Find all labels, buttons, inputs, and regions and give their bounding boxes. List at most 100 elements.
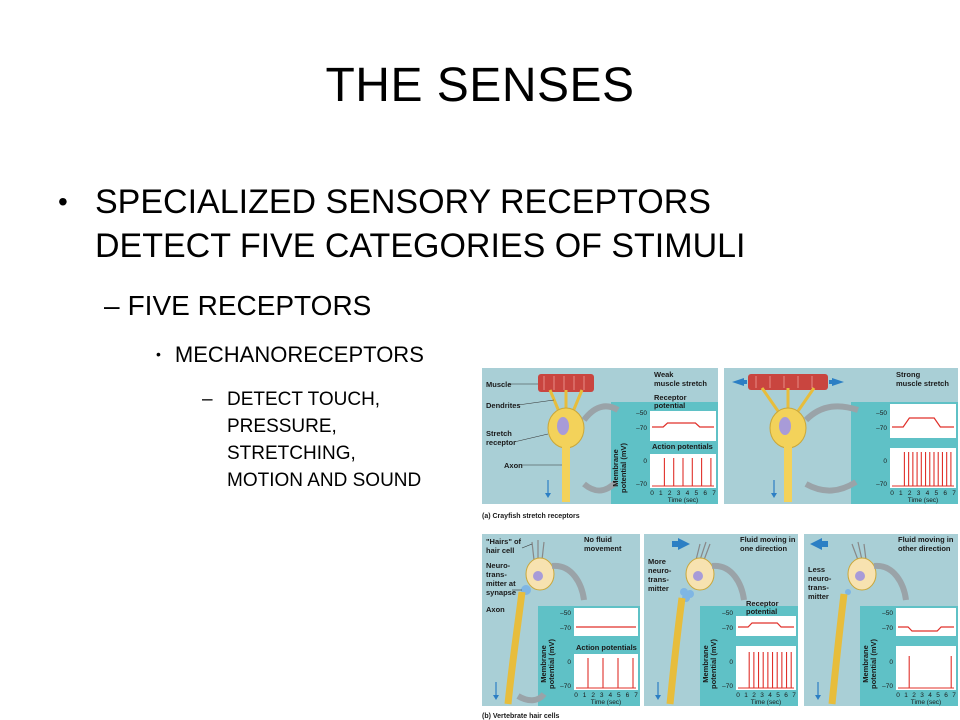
x-tick: 3 xyxy=(677,490,681,497)
receptor-potential-trace xyxy=(738,622,794,628)
bullet-level-3-text: MECHANORECEPTORS xyxy=(174,342,424,367)
caption-b: (b) Vertebrate hair cells xyxy=(482,713,560,720)
x-axis-label: Time (sec) xyxy=(751,699,781,706)
hair-cell-icon xyxy=(666,541,715,705)
panel-title: muscle stretch xyxy=(654,379,707,388)
panel-title: Strong xyxy=(896,370,921,379)
receptor-potential-trace xyxy=(898,626,954,632)
x-tick: 5 xyxy=(694,490,698,497)
muscle-icon xyxy=(538,374,594,392)
y-tick: 0 xyxy=(729,659,733,666)
text-line: STRETCHING, xyxy=(227,443,356,464)
x-tick: 7 xyxy=(634,692,638,699)
label-muscle: Muscle xyxy=(486,380,511,389)
y-tick: –50 xyxy=(882,610,893,617)
x-tick: 6 xyxy=(626,692,630,699)
x-tick: 2 xyxy=(752,692,756,699)
label-axon: Axon xyxy=(504,461,523,470)
label-neurotransmitter: trans- xyxy=(486,570,507,579)
label-axon: Axon xyxy=(486,605,505,614)
y-tick: 0 xyxy=(889,659,893,666)
label-more-neurotransmitter: More xyxy=(648,557,666,566)
label-less-neurotransmitter: neuro- xyxy=(808,574,832,583)
panel-title: other direction xyxy=(898,544,951,553)
x-tick: 2 xyxy=(908,490,912,497)
panel-b-one-direction: More neuro- trans- mitter Fluid moving i… xyxy=(644,534,798,706)
y-tick: –70 xyxy=(636,481,647,488)
x-tick: 5 xyxy=(617,692,621,699)
x-tick: 6 xyxy=(943,490,947,497)
x-tick: 1 xyxy=(659,490,663,497)
y-axis-label: Membrane potential (mV) xyxy=(701,638,718,689)
x-tick: 0 xyxy=(574,692,578,699)
svg-text:Membrane: Membrane xyxy=(861,645,870,683)
label-action-potentials: Action potentials xyxy=(652,442,713,451)
label-more-neurotransmitter: neuro- xyxy=(648,566,672,575)
x-axis-label: Time (sec) xyxy=(591,699,621,706)
panel-title: Weak xyxy=(654,370,674,379)
y-tick: –70 xyxy=(722,625,733,632)
x-tick: 1 xyxy=(744,692,748,699)
x-tick: 5 xyxy=(776,692,780,699)
sensory-receptor-figure: Muscle Dendrites Stretch receptor Axon W… xyxy=(478,364,960,720)
x-tick: 2 xyxy=(668,490,672,497)
y-tick: –50 xyxy=(636,410,647,417)
caption-a: (a) Crayfish stretch receptors xyxy=(482,513,580,520)
x-tick: 2 xyxy=(912,692,916,699)
panel-title: muscle stretch xyxy=(896,379,949,388)
right-arrow-icon xyxy=(672,538,690,550)
x-tick: 7 xyxy=(952,490,956,497)
label-more-neurotransmitter: mitter xyxy=(648,584,669,593)
y-axis-label: Membrane potential (mV) xyxy=(861,638,878,689)
label-receptor-potential: Receptor xyxy=(746,599,779,608)
muscle-icon xyxy=(748,374,828,390)
label-receptor-potential: Receptor xyxy=(654,393,687,402)
bullet-level-3: •MECHANORECEPTORS xyxy=(156,342,424,368)
x-tick: 5 xyxy=(934,490,938,497)
label-receptor-potential: potential xyxy=(654,401,685,410)
bullet-level-2-text: FIVE RECEPTORS xyxy=(127,290,372,321)
x-tick: 2 xyxy=(591,692,595,699)
y-tick: –70 xyxy=(636,425,647,432)
x-tick: 7 xyxy=(712,490,716,497)
svg-text:potential (mV): potential (mV) xyxy=(619,442,628,493)
down-arrow-icon xyxy=(545,480,551,498)
down-arrow-icon xyxy=(655,682,661,700)
x-tick: 3 xyxy=(917,490,921,497)
bullet-level-1-text: SPECIALIZED SENSORY RECEPTORS DETECT FIV… xyxy=(95,183,746,265)
panel-b-other-direction: Less neuro- trans- mitter Fluid moving i… xyxy=(804,534,958,706)
x-tick: 1 xyxy=(899,490,903,497)
y-tick: –70 xyxy=(876,481,887,488)
x-tick: 7 xyxy=(952,692,956,699)
panel-title: one direction xyxy=(740,544,788,553)
svg-text:Membrane: Membrane xyxy=(611,449,620,487)
y-tick: –70 xyxy=(882,683,893,690)
hair-cell-icon xyxy=(828,541,877,705)
panel-title: Fluid moving in xyxy=(898,535,954,544)
x-axis-label: Time (sec) xyxy=(668,497,698,504)
label-neurotransmitter: Neuro- xyxy=(486,561,511,570)
x-tick: 4 xyxy=(928,692,932,699)
y-tick: 0 xyxy=(643,458,647,465)
svg-text:Membrane: Membrane xyxy=(539,645,548,683)
down-arrow-icon xyxy=(493,682,499,700)
label-dendrites: Dendrites xyxy=(486,401,521,410)
y-tick: 0 xyxy=(883,458,887,465)
text-line: DETECT TOUCH, xyxy=(227,389,381,410)
left-arrow-icon xyxy=(732,378,747,386)
y-tick: –70 xyxy=(722,683,733,690)
x-tick: 5 xyxy=(936,692,940,699)
panel-title: Fluid moving in xyxy=(740,535,796,544)
dash-marker: – xyxy=(202,389,213,410)
receptor-potential-trace xyxy=(652,422,714,428)
x-tick: 6 xyxy=(784,692,788,699)
x-tick: 4 xyxy=(926,490,930,497)
y-tick: –50 xyxy=(560,610,571,617)
panel-a-weak-stretch: Muscle Dendrites Stretch receptor Axon W… xyxy=(482,368,718,504)
svg-text:potential (mV): potential (mV) xyxy=(869,638,878,689)
label-neurotransmitter: mitter at xyxy=(486,579,516,588)
slide-title: THE SENSES xyxy=(325,59,635,112)
x-tick: 6 xyxy=(703,490,707,497)
y-axis-label: Membrane potential (mV) xyxy=(611,442,628,493)
y-tick: 0 xyxy=(567,659,571,666)
